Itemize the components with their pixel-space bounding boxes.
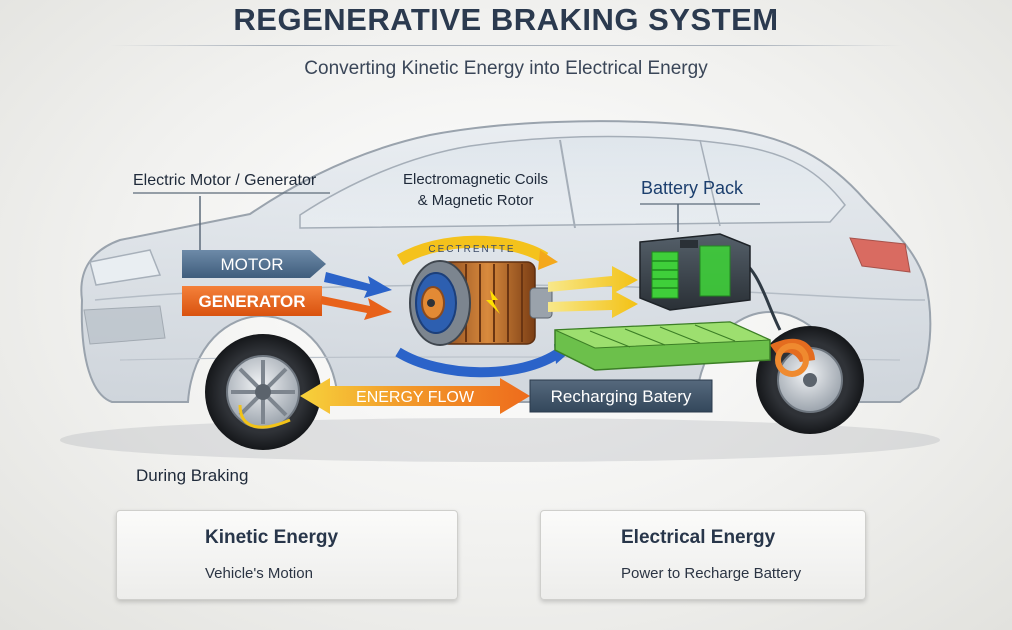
page-title: REGENERATIVE BRAKING SYSTEM	[233, 2, 779, 37]
page-subtitle: Converting Kinetic Energy into Electrica…	[304, 58, 708, 79]
kinetic-energy-card: Kinetic Energy Vehicle's Motion	[116, 510, 458, 600]
recharging-label: Recharging Batery	[551, 387, 692, 406]
title-divider	[110, 45, 902, 46]
rotor-top-arc	[396, 235, 549, 266]
rear-wheel	[756, 326, 864, 434]
generator-tag: GENERATOR	[182, 286, 322, 316]
front-grille	[83, 305, 166, 345]
motor-generator-label: Electric Motor / Generator	[133, 172, 317, 189]
rotor-ring-text: CECTRENTTE	[428, 244, 515, 255]
motor-input-arrow	[324, 272, 392, 298]
power-arrow-lower	[548, 290, 638, 318]
electrical-card-title: Electrical Energy	[621, 527, 776, 548]
rotor-top-arrowhead	[538, 250, 558, 270]
electrical-energy-card: Electrical Energy Power to Recharge Batt…	[540, 510, 866, 600]
tail-light	[849, 237, 911, 273]
coils-label-line2: & Magnetic Rotor	[417, 192, 534, 209]
during-braking-label: During Braking	[136, 466, 249, 485]
battery-pack-label: Battery Pack	[641, 178, 744, 198]
energy-flow-arrow: ENERGY FLOW	[300, 378, 530, 414]
coils-label-line1: Electromagnetic Coils	[403, 171, 549, 188]
motor-bolt-icon	[486, 290, 500, 314]
front-wiring	[238, 404, 291, 429]
b-pillar	[559, 139, 576, 229]
rotor-bottom-arc	[395, 347, 563, 378]
c-pillar	[699, 139, 721, 227]
coils-rotor-label: Electromagnetic Coils & Magnetic Rotor	[403, 169, 548, 211]
kinetic-card-title: Kinetic Energy	[205, 527, 339, 548]
power-arrow-upper	[548, 266, 638, 294]
kinetic-card-subtitle: Vehicle's Motion	[205, 565, 313, 582]
car-windows	[299, 135, 846, 229]
battery-pack	[639, 233, 751, 311]
recharging-tag: Recharging Batery	[529, 379, 713, 413]
electric-motor	[409, 260, 553, 346]
front-wheel	[205, 334, 321, 450]
motor-tag-label: MOTOR	[221, 255, 284, 274]
motor-tag: MOTOR	[182, 250, 326, 278]
generator-input-arrow	[320, 296, 392, 320]
headlight	[89, 249, 162, 286]
energy-flow-label: ENERGY FLOW	[356, 389, 475, 406]
battery-cells	[554, 321, 771, 371]
generator-tag-label: GENERATOR	[198, 292, 305, 311]
electrical-card-subtitle: Power to Recharge Battery	[621, 565, 802, 582]
brake-disc	[775, 343, 809, 377]
